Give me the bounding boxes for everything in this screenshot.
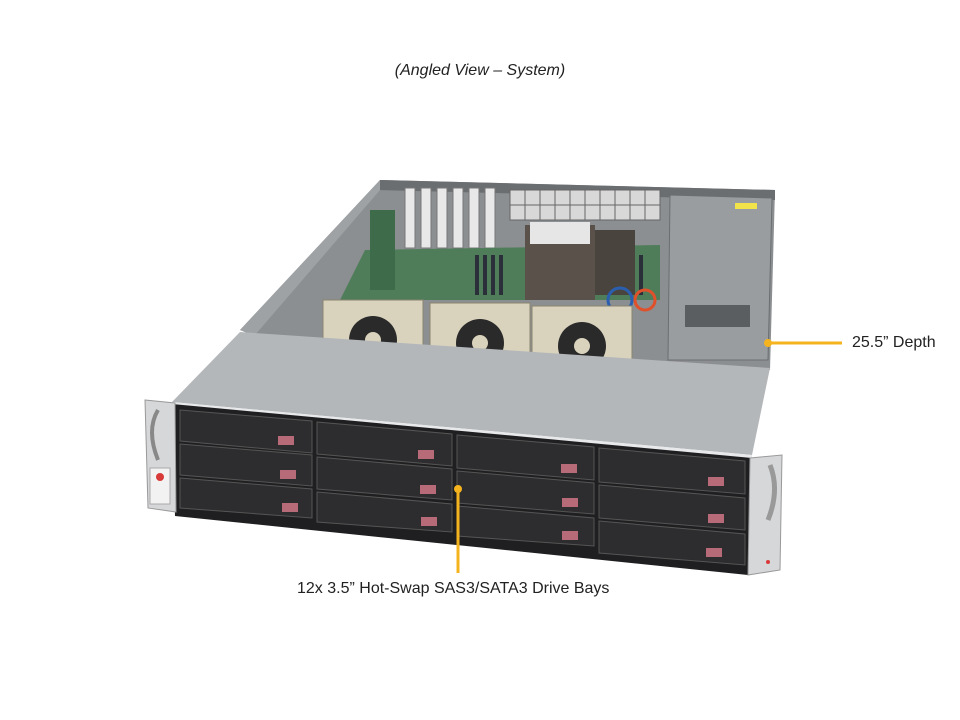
front-top-cover — [172, 332, 770, 455]
control-panel — [149, 467, 171, 505]
drive-bay[interactable] — [316, 421, 453, 467]
power-supply — [667, 194, 773, 361]
drive-bays-callout-line — [454, 485, 462, 573]
depth-callout-label: 25.5” Depth — [852, 334, 936, 351]
drive-bays — [179, 409, 746, 566]
pcie-slot-covers — [404, 187, 496, 249]
figure-title: (Angled View – System) — [394, 62, 566, 79]
drive-bay[interactable] — [456, 434, 595, 481]
drive-bay[interactable] — [179, 443, 313, 487]
drive-bay[interactable] — [316, 456, 453, 501]
riser-card — [370, 210, 395, 290]
drive-bay[interactable] — [179, 477, 313, 519]
chassis-interior — [240, 180, 775, 370]
drive-bay[interactable] — [598, 520, 746, 566]
depth-callout-line — [764, 339, 842, 347]
drive-bays-callout-label: 12x 3.5” Hot-Swap SAS3/SATA3 Drive Bays — [297, 580, 610, 597]
left-rack-ear — [144, 399, 177, 513]
drive-bay[interactable] — [598, 484, 746, 531]
right-rack-ear — [747, 454, 783, 576]
drive-bay[interactable] — [598, 447, 746, 495]
drive-bay[interactable] — [179, 409, 313, 454]
power-button-icon[interactable] — [156, 473, 164, 481]
drive-bay[interactable] — [316, 491, 453, 533]
